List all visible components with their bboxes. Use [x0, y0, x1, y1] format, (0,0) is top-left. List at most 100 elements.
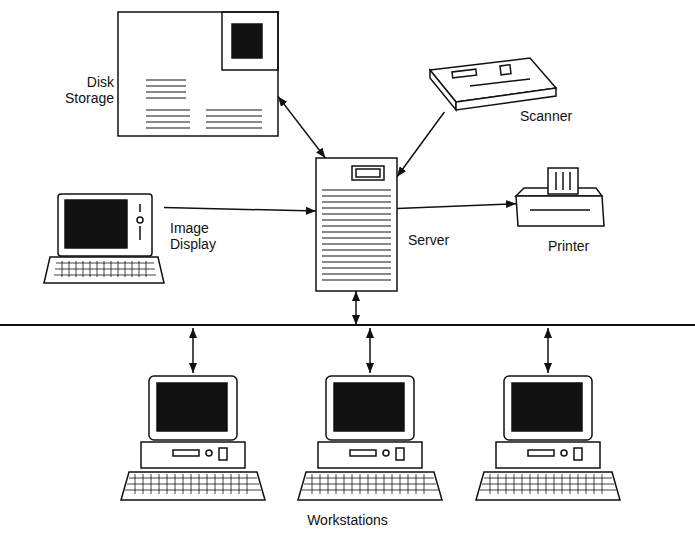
drawing-stroke — [383, 450, 389, 456]
drawing-stroke — [506, 474, 507, 494]
scanner: Scanner — [430, 52, 558, 112]
drawing-stroke — [530, 474, 531, 494]
drawing-stroke — [167, 474, 168, 494]
drawing-stroke — [132, 261, 133, 277]
drawing-stroke — [602, 474, 603, 494]
drawing-stroke — [223, 474, 224, 494]
drawing-stroke — [90, 261, 91, 277]
drawing-stroke — [376, 474, 377, 494]
drawing-stroke — [528, 450, 554, 456]
drawing-stroke — [65, 200, 127, 248]
drawing-stroke — [496, 442, 600, 468]
drawing-stroke — [232, 24, 262, 58]
drawing-stroke — [470, 79, 530, 86]
drawing-stroke — [350, 450, 376, 456]
drawing-stroke — [62, 261, 63, 277]
server-drawing — [316, 158, 397, 291]
drawing-stroke — [302, 474, 438, 494]
drawing-stroke — [322, 250, 391, 251]
drawing-stroke — [306, 478, 434, 479]
drawing-stroke — [368, 474, 369, 494]
drawing-stroke — [125, 261, 126, 277]
server: Server — [316, 158, 397, 291]
drawing-stroke — [173, 450, 199, 456]
drawing-stroke — [504, 376, 592, 440]
drawing-stroke — [146, 109, 190, 110]
network-link — [547, 328, 549, 373]
drawing-stroke — [548, 168, 578, 194]
drawing-stroke — [336, 474, 337, 494]
printer-drawing — [516, 168, 604, 226]
workstation-drawing — [476, 328, 620, 500]
workstations-group: Workstations — [0, 325, 695, 539]
drawing-stroke — [498, 474, 499, 494]
workstation-drawings — [121, 328, 620, 500]
drawing-stroke — [322, 238, 391, 239]
drawing-stroke — [484, 478, 612, 479]
drawing-stroke — [322, 232, 391, 233]
network-bus — [0, 324, 695, 326]
drawing-stroke — [54, 261, 156, 277]
drawing-stroke — [574, 448, 582, 460]
drawing-stroke — [594, 474, 595, 494]
drawing-stroke — [500, 65, 511, 75]
drawing-stroke — [76, 261, 77, 277]
drawing-stroke — [222, 12, 278, 70]
drawing-stroke — [125, 490, 261, 491]
drawing-stroke — [312, 474, 313, 494]
data-flow-arrow — [164, 207, 316, 211]
drawing-stroke — [298, 472, 442, 500]
drawing-stroke — [121, 472, 265, 500]
drawing-stroke — [322, 190, 391, 191]
drawing-stroke — [151, 474, 152, 494]
network-link — [192, 328, 194, 373]
drawing-stroke — [146, 261, 147, 277]
drawing-stroke — [570, 474, 571, 494]
printer: Printer — [516, 166, 604, 228]
drawing-stroke — [322, 274, 391, 275]
image-display: Image Display — [44, 193, 164, 285]
drawing-stroke — [514, 474, 515, 494]
drawing-stroke — [239, 474, 240, 494]
drawing-stroke — [384, 474, 385, 494]
drawing-stroke — [562, 474, 563, 494]
drawing-stroke — [141, 442, 245, 468]
drawing-stroke — [146, 85, 186, 86]
drawing-stroke — [146, 127, 190, 128]
drawing-stroke — [360, 474, 361, 494]
drawing-stroke — [322, 262, 391, 263]
drawing-stroke — [146, 115, 190, 116]
drawing-stroke — [118, 12, 278, 136]
drawing-stroke — [320, 474, 321, 494]
drawing-stroke — [480, 474, 616, 494]
drawing-stroke — [322, 226, 391, 227]
drawing-stroke — [143, 474, 144, 494]
drawing-stroke — [512, 383, 582, 431]
drawing-stroke — [125, 474, 261, 494]
drawing-stroke — [480, 490, 616, 491]
workstation-drawing — [121, 328, 265, 500]
drawing-stroke — [206, 115, 262, 116]
drawing-stroke — [206, 127, 262, 128]
drawing-stroke — [490, 474, 491, 494]
drawing-stroke — [322, 214, 391, 215]
drawing-stroke — [146, 91, 186, 92]
drawing-stroke — [476, 472, 620, 500]
drawing-stroke — [456, 88, 556, 110]
drawing-stroke — [207, 474, 208, 494]
drawing-stroke — [530, 209, 590, 211]
scanner-drawing — [430, 58, 556, 110]
drawing-stroke — [247, 474, 248, 494]
drawing-stroke — [44, 257, 164, 283]
drawing-stroke — [302, 490, 438, 491]
drawing-stroke — [146, 80, 262, 128]
drawing-stroke — [546, 474, 547, 494]
drawing-stroke — [352, 166, 384, 180]
drawing-stroke — [322, 268, 391, 269]
drawing-stroke — [586, 474, 587, 494]
drawing-stroke — [146, 97, 186, 98]
drawing-stroke — [159, 474, 160, 494]
device-label: Disk Storage — [54, 74, 114, 106]
device-label: Server — [408, 232, 478, 248]
drawing-stroke — [69, 261, 70, 277]
